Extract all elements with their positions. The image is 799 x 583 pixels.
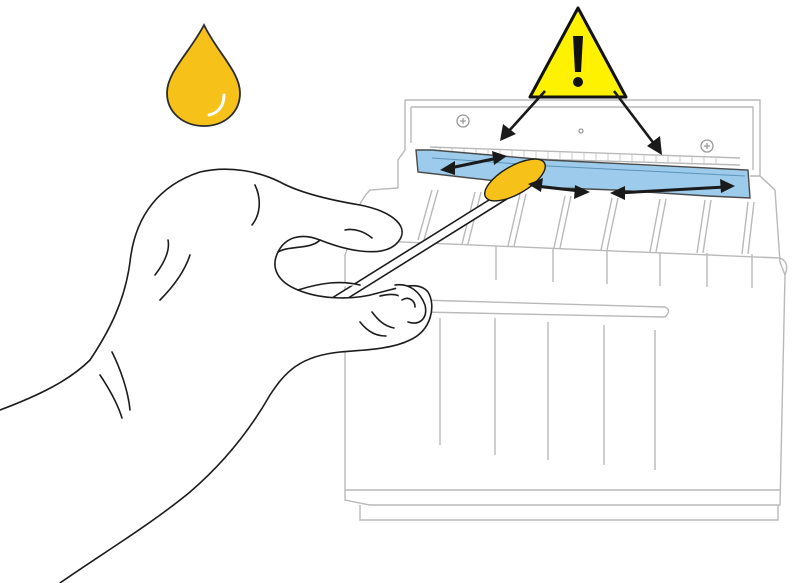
screw-head-icon (457, 115, 713, 152)
oil-drop-icon (167, 25, 240, 126)
hand (0, 169, 510, 583)
warning-callout-arrows (508, 91, 655, 145)
warning-triangle-icon (530, 8, 626, 97)
